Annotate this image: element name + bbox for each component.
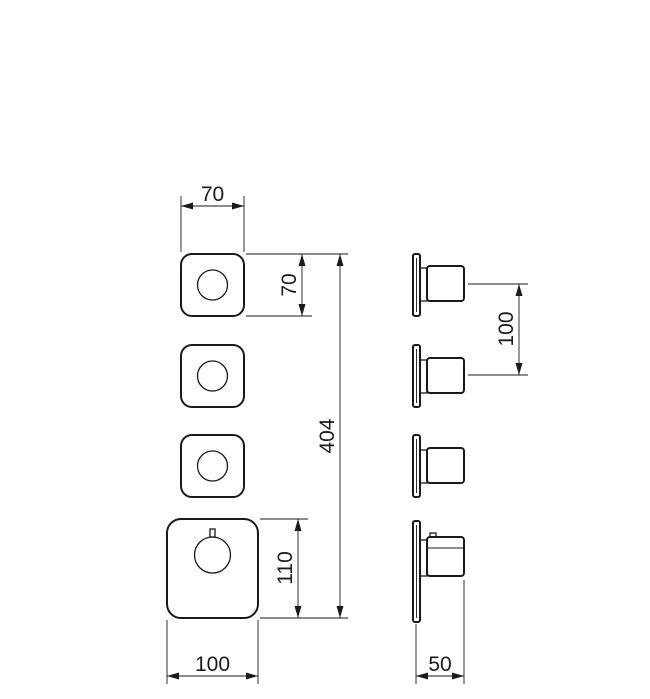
- front-thermostat-module: [166, 518, 259, 619]
- side-module-3: [412, 434, 465, 498]
- dimension-total-height: 404: [246, 253, 348, 619]
- dimension-label-side-spacing: 100: [495, 311, 518, 346]
- front-module-3: [180, 434, 245, 498]
- dimension-label-height-small: 70: [278, 273, 301, 296]
- dimension-side-depth: 50: [415, 580, 465, 684]
- dimension-front-height-small: 70: [246, 253, 312, 317]
- front-view: [166, 253, 259, 619]
- dimension-label-side-depth: 50: [428, 653, 451, 676]
- front-module-1: [180, 253, 245, 317]
- side-module-1: [412, 253, 465, 317]
- side-thermostat-module: [412, 520, 465, 623]
- dimension-front-height-large: 110: [260, 518, 308, 618]
- front-module-2: [180, 344, 245, 408]
- side-module-2: [412, 344, 465, 408]
- dimension-front-width-small: 70: [180, 183, 245, 252]
- dimension-front-width-large: 100: [166, 620, 259, 684]
- dimension-label-height-large: 110: [274, 551, 297, 584]
- dimension-label-width-large: 100: [195, 653, 230, 676]
- dimension-label-total-height: 404: [316, 418, 339, 453]
- dimension-label-width-small: 70: [201, 183, 224, 206]
- side-view: [412, 253, 465, 623]
- dimension-side-spacing: 100: [468, 283, 528, 376]
